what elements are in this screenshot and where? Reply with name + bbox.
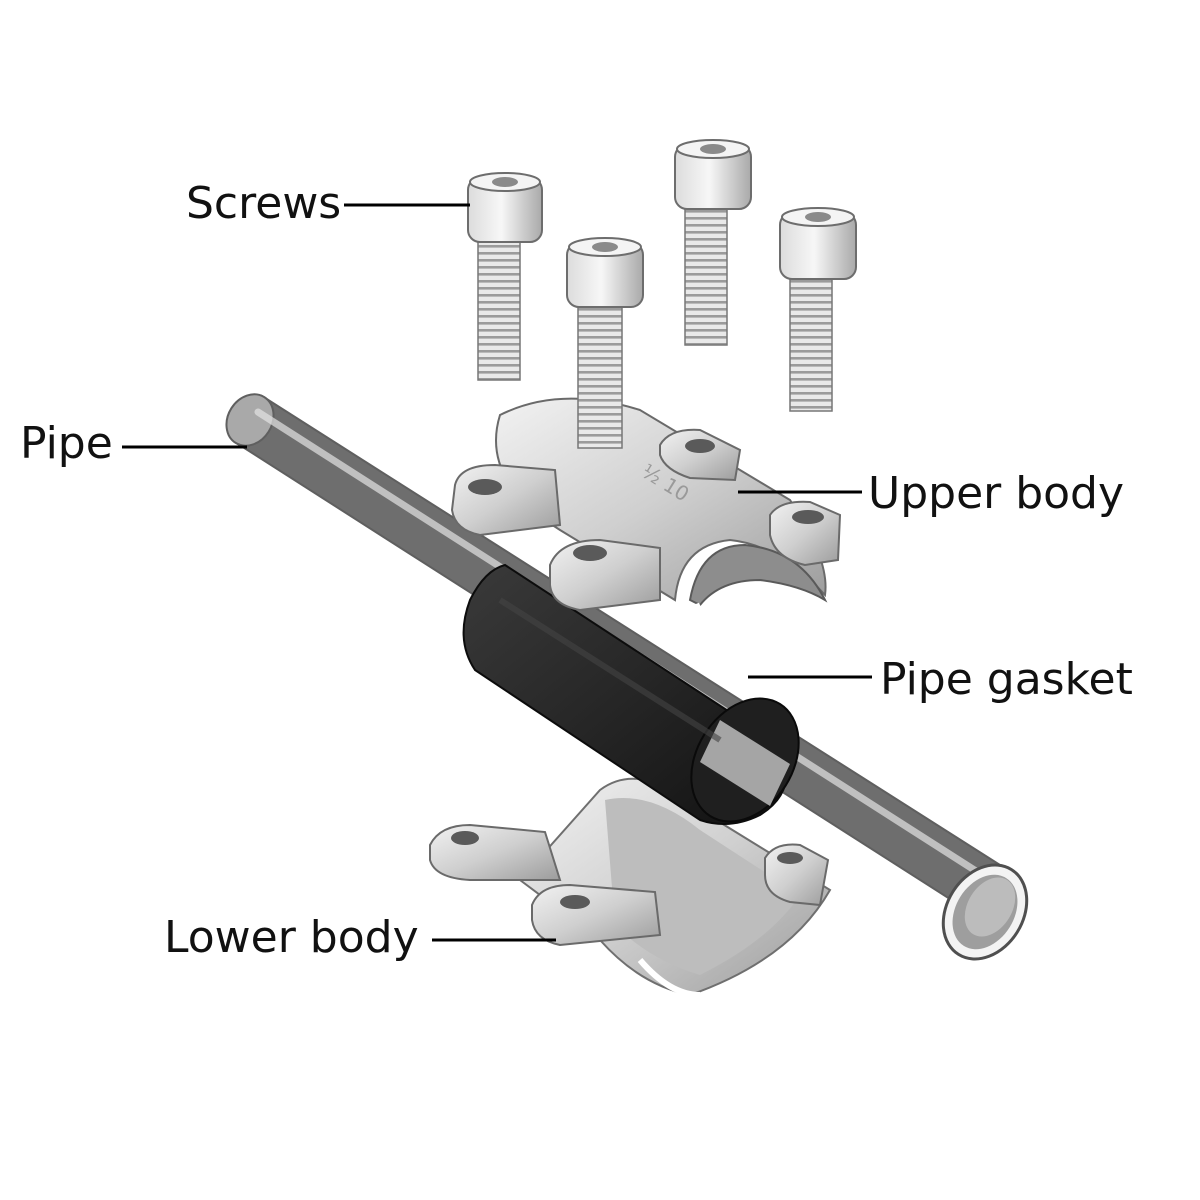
label-upper-body: Upper body bbox=[868, 468, 1125, 519]
upper-body: ½ 10 bbox=[450, 397, 842, 612]
screw-3 bbox=[674, 139, 752, 346]
pipe-gasket bbox=[462, 563, 800, 825]
label-pipe-gasket: Pipe gasket bbox=[880, 654, 1133, 705]
screw-4 bbox=[779, 207, 857, 412]
label-lower-body: Lower body bbox=[164, 912, 419, 963]
screw-1 bbox=[467, 172, 543, 381]
label-pipe: Pipe bbox=[20, 418, 113, 469]
screw-2 bbox=[566, 237, 644, 449]
leader-lines bbox=[122, 203, 872, 942]
lower-body bbox=[429, 777, 832, 998]
label-screws: Screws bbox=[186, 178, 342, 229]
screws bbox=[467, 139, 857, 449]
